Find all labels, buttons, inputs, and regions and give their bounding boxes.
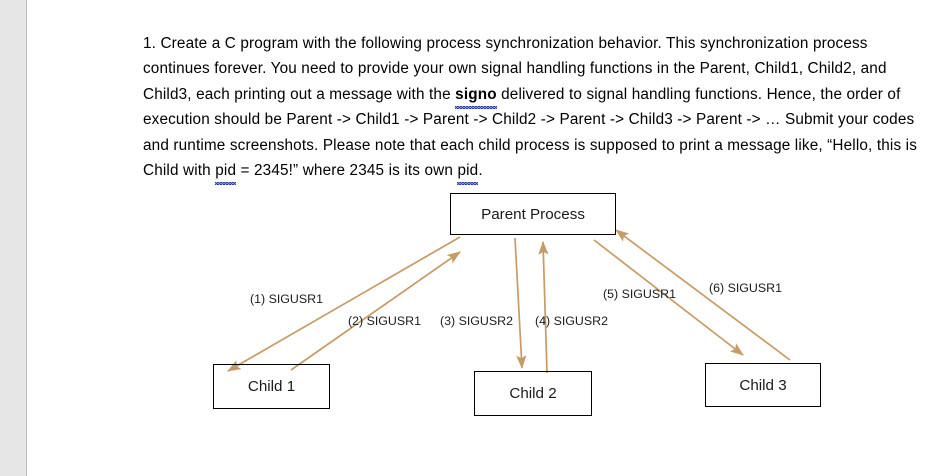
- window-left-gutter: [0, 0, 26, 476]
- paragraph-run-7: .: [478, 162, 483, 180]
- paragraph-run-pid-1: pid: [215, 158, 237, 186]
- edge-label-1: (1) SIGUSR1: [250, 292, 323, 306]
- assignment-paragraph: 1. Create a C program with the following…: [143, 31, 923, 186]
- arrow-edge-5: [593, 239, 744, 356]
- node-parent-process: Parent Process: [450, 193, 616, 235]
- arrow-edge-4: [538, 240, 549, 374]
- edge-label-2: (2) SIGUSR1: [348, 314, 421, 328]
- arrow-edge-2: [290, 251, 461, 371]
- paragraph-run-3: delivered to signal handling functions. …: [143, 85, 918, 180]
- paragraph-run-signo: signo: [455, 82, 497, 110]
- paragraph-run-pid-2: pid: [457, 158, 479, 186]
- node-child-3: Child 3: [705, 363, 821, 407]
- node-child-2: Child 2: [474, 371, 592, 416]
- edge-label-5: (5) SIGUSR1: [603, 287, 676, 301]
- page-left-border: [26, 0, 27, 476]
- node-child-1: Child 1: [213, 364, 330, 409]
- arrow-edge-6: [615, 229, 791, 361]
- arrow-edge-3: [514, 237, 527, 370]
- edge-label-3: (3) SIGUSR2: [440, 314, 513, 328]
- paragraph-run-5: = 2345!” where 2345 is its own: [236, 162, 458, 180]
- edge-label-6: (6) SIGUSR1: [709, 281, 782, 295]
- paragraph-run-1: 1. Create a C program with the following…: [143, 35, 887, 103]
- arrow-edge-1: [227, 236, 461, 372]
- edge-label-4: (4) SIGUSR2: [535, 314, 608, 328]
